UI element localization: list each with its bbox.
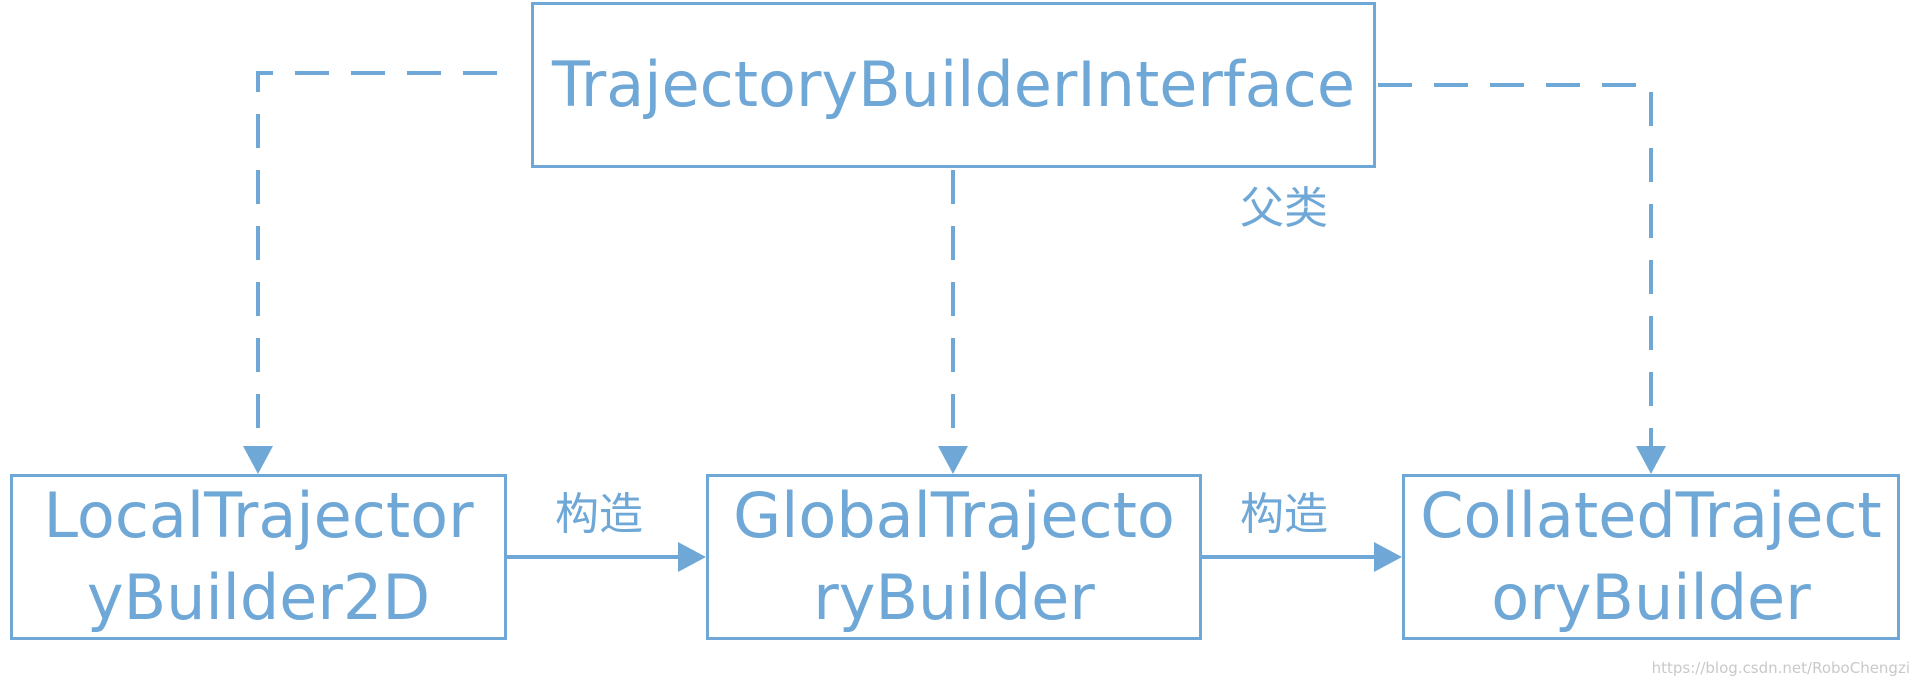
node-trajectory-builder-interface: TrajectoryBuilderInterface <box>531 2 1376 168</box>
watermark-url: https://blog.csdn.net/RoboChengzi <box>1651 659 1910 677</box>
arrowhead-collated <box>1636 446 1666 474</box>
node-local-label-line2: yBuilder2D <box>86 561 431 634</box>
node-local-label-line1: LocalTrajector <box>43 479 474 552</box>
dashed-edge-interface-to-collated <box>1378 83 1653 448</box>
inheritance-connectors <box>256 71 1653 448</box>
node-trajectory-builder-interface-label: TrajectoryBuilderInterface <box>552 48 1355 121</box>
edge-label-parent-class: 父类 <box>1240 183 1328 234</box>
dashed-edge-interface-to-local <box>256 71 497 448</box>
inheritance-arrowheads <box>243 446 1666 474</box>
edge-label-construct-local-global: 构造 <box>555 489 643 540</box>
node-global-label-line1: GlobalTrajecto <box>733 479 1175 552</box>
arrowhead-global <box>938 446 968 474</box>
node-local-trajectory-builder-2d: LocalTrajector yBuilder2D <box>10 474 507 640</box>
node-global-label-line2: ryBuilder <box>813 561 1095 634</box>
edge-label-construct-global-collated: 构造 <box>1240 489 1328 540</box>
node-collated-trajectory-builder: CollatedTraject oryBuilder <box>1402 474 1900 640</box>
node-collated-label-line2: oryBuilder <box>1491 561 1811 634</box>
construct-arrowheads <box>678 542 1402 572</box>
arrowhead-construct-collated <box>1374 542 1402 572</box>
node-global-trajectory-builder: GlobalTrajecto ryBuilder <box>706 474 1202 640</box>
arrowhead-local <box>243 446 273 474</box>
arrowhead-construct-global <box>678 542 706 572</box>
node-collated-label-line1: CollatedTraject <box>1420 479 1882 552</box>
